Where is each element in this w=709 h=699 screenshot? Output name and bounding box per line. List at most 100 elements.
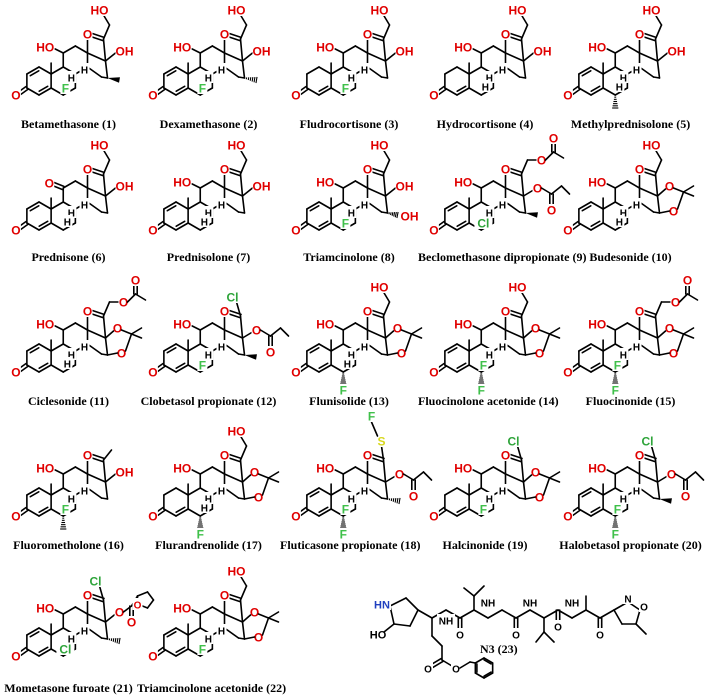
ring-d-bond — [638, 187, 659, 197]
atom-mask — [219, 28, 230, 40]
c11-hydroxyl: HO — [454, 318, 472, 332]
ring-d-bond — [223, 187, 244, 197]
c20-c21-bond — [520, 159, 529, 175]
atom-mask — [532, 182, 543, 194]
atom-mask — [290, 224, 301, 236]
atom-mask — [376, 435, 387, 447]
atom-mask — [316, 176, 335, 188]
atom-mask — [634, 28, 645, 40]
bond — [538, 473, 551, 479]
ring-a-bond — [590, 66, 604, 75]
atom-mask — [147, 510, 158, 522]
c6-bond — [612, 373, 619, 385]
ring-a-double-bond — [590, 506, 601, 513]
ring-b-bond — [468, 87, 483, 96]
ring-a-double-bond — [38, 85, 49, 92]
bond — [676, 191, 685, 210]
atom-mask — [370, 281, 389, 293]
ring-d-bond — [522, 60, 527, 79]
ring-a-bond — [444, 364, 458, 373]
ring-a-double-bond — [590, 508, 604, 517]
c20-c21-bond — [520, 301, 529, 317]
ring-d-bond — [237, 353, 246, 356]
c8-hydrogen: H — [620, 74, 627, 85]
ring-d-bond — [86, 473, 107, 483]
ring-c-bond — [342, 45, 357, 54]
amide-nitrogen: NH — [481, 599, 495, 610]
c14-hydrogen: H — [218, 627, 225, 638]
c8-hydrogen: H — [348, 495, 355, 506]
c8-hydrogen: H — [348, 209, 355, 220]
ring-a-bond — [26, 508, 40, 517]
atom-mask — [634, 163, 645, 175]
atom-mask — [290, 366, 301, 378]
atom-mask — [428, 366, 439, 378]
c3-carbonyl-bond — [300, 365, 309, 373]
ring-c-bond — [492, 45, 507, 54]
hash-stroke — [391, 212, 394, 216]
ring-b-bond — [330, 201, 345, 210]
ring-d-bond — [380, 76, 389, 79]
c20-carbonyl-bond — [91, 167, 105, 174]
c20-carbonyl-bond — [90, 170, 104, 177]
atom-mask — [534, 491, 545, 503]
c9-fluorine: F — [614, 359, 621, 373]
backbone-bond — [515, 609, 531, 619]
ring-d-bond — [380, 211, 389, 214]
c9-hydrogen: H — [64, 218, 71, 229]
atom-mask — [173, 176, 192, 188]
ring-a-double-bond — [456, 222, 470, 231]
ring-a-double-bond — [578, 487, 592, 496]
hash-stroke — [116, 637, 119, 644]
atom-mask — [203, 206, 214, 218]
c3-keto-oxygen: O — [291, 224, 300, 238]
ester-alkyl-bond — [422, 471, 433, 481]
ring-a-bond — [578, 508, 592, 517]
c3-keto-oxygen: O — [291, 510, 300, 524]
atom-mask — [392, 322, 403, 334]
bond — [459, 661, 471, 669]
c14-hydrogen: H — [633, 66, 640, 77]
atom-mask — [370, 4, 389, 16]
c3-keto-oxygen: O — [291, 89, 300, 103]
c3-carbonyl-bond — [572, 223, 581, 231]
ring-a-double-bond — [163, 627, 177, 636]
atom-mask — [394, 468, 405, 480]
backbone-bond — [473, 609, 489, 619]
bond — [535, 631, 545, 643]
c20-carbonyl-bond — [227, 312, 241, 319]
c9-chlorine: Cl — [59, 643, 71, 657]
ring-a-double-bond — [306, 201, 320, 210]
c6-methyl-bond — [612, 96, 619, 109]
c20-carbonyl-bond — [228, 167, 242, 174]
c11-hydroxyl: HO — [36, 318, 54, 332]
c6-bond — [478, 373, 485, 385]
c17-c20-bond — [382, 38, 387, 62]
ring-a-bond — [163, 648, 177, 657]
bond — [104, 330, 115, 339]
ring-d-bond — [223, 201, 240, 213]
atom-mask — [369, 628, 387, 640]
ring-a-double-bond — [175, 506, 186, 513]
atom-mask — [474, 217, 493, 229]
atom-mask — [66, 492, 77, 504]
c20-carbonyl-bond — [90, 456, 104, 463]
ring-c-bond — [354, 466, 369, 475]
atom-mask — [66, 632, 77, 644]
compound-name: Fluticasone propionate (18) — [280, 538, 421, 552]
ring-d-bond — [237, 76, 246, 79]
atom-mask — [340, 82, 351, 94]
bond — [191, 183, 202, 189]
atom-mask — [437, 614, 455, 626]
c9-fluorine: F — [62, 503, 69, 517]
c17-ester-oxygen: O — [115, 606, 124, 620]
c20-carbonyl-bond — [91, 453, 105, 460]
acetonide-methyl-bond — [548, 477, 561, 483]
